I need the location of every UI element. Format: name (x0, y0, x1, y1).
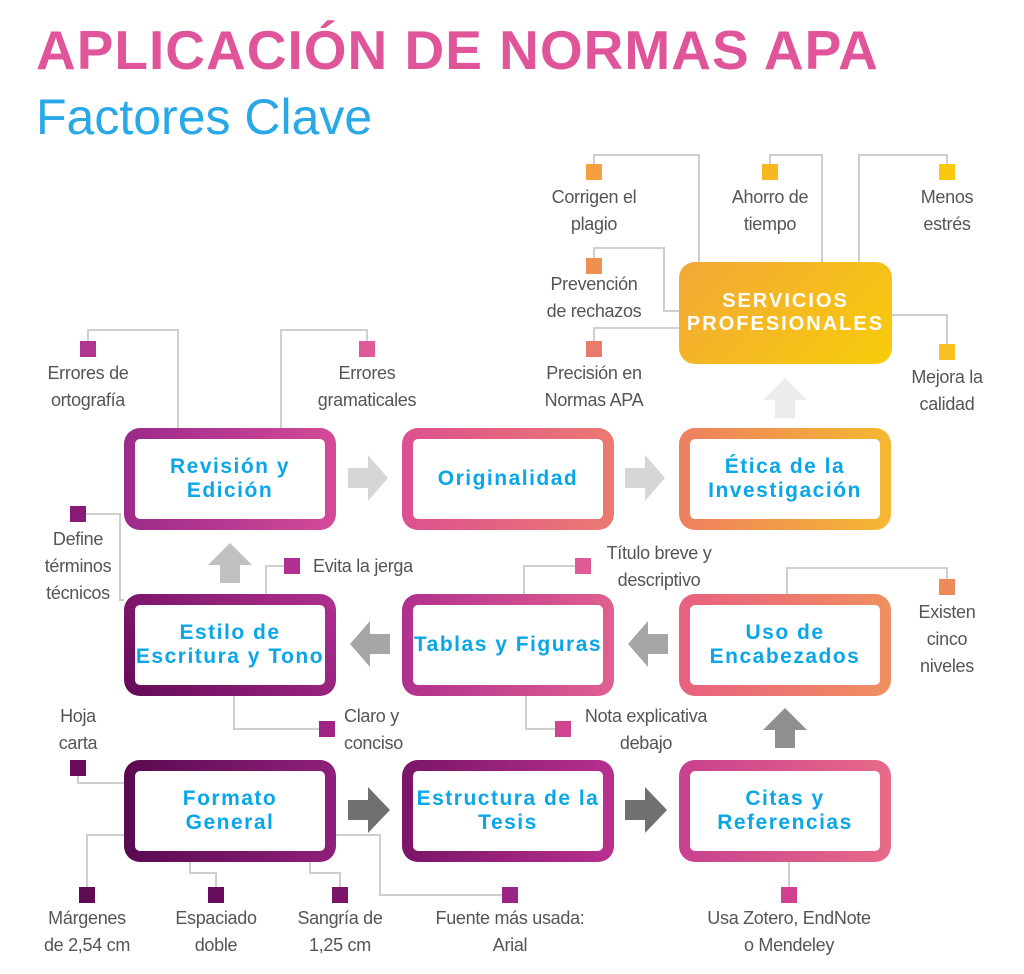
bullet-square-icon (586, 258, 602, 274)
note-claro: Claro y conciso (344, 706, 403, 753)
bullet-square-icon (939, 344, 955, 360)
bullet-square-icon (939, 164, 955, 180)
box-formato: Formato General (124, 760, 336, 862)
note-ortografia: Errores de ortografía (47, 363, 129, 410)
box-revision: Revisión y Edición (124, 428, 336, 530)
bullet-square-icon (502, 887, 518, 903)
arrow-up-icon (763, 378, 807, 418)
arrow-up-icon (208, 543, 252, 583)
page-subtitle: Factores Clave (36, 89, 373, 145)
box-tablas-label: Tablas y Figuras (413, 605, 603, 685)
bullet-square-icon (575, 558, 591, 574)
bullet-square-icon (555, 721, 571, 737)
note-jerga: Evita la jerga (313, 556, 413, 576)
note-gramaticales: Errores gramaticales (317, 363, 417, 410)
bullet-square-icon (79, 887, 95, 903)
note-margenes: Márgenes de 2,54 cm (43, 908, 131, 955)
bullet-square-icon (80, 341, 96, 357)
box-estilo-label: Estilo de Escritura y Tono (135, 605, 325, 685)
bullet-square-icon (70, 760, 86, 776)
bullet-square-icon (939, 579, 955, 595)
note-sangria: Sangría de 1,25 cm (297, 908, 383, 955)
bullet-square-icon (359, 341, 375, 357)
note-titulo: Título breve y descriptivo (606, 543, 712, 590)
arrow-right-icon (348, 455, 388, 501)
note-fuente: Fuente más usada: Arial (435, 908, 585, 955)
bullet-square-icon (70, 506, 86, 522)
note-terminos: Define términos técnicos (44, 529, 112, 603)
box-encabezados: Uso de Encabezados (679, 594, 891, 696)
arrow-up-icon (763, 708, 807, 748)
note-plagio: Corrigen el plagio (551, 187, 637, 234)
box-originalidad: Originalidad (402, 428, 614, 530)
box-servicios: SERVICIOS PROFESIONALES (679, 262, 892, 364)
note-zotero: Usa Zotero, EndNote o Mendeley (707, 908, 871, 955)
page-title: APLICACIÓN DE NORMAS APA (36, 19, 879, 81)
note-niveles: Existen cinco niveles (918, 602, 976, 676)
note-espaciado: Espaciado doble (175, 908, 257, 955)
bullet-square-icon (762, 164, 778, 180)
box-tablas: Tablas y Figuras (402, 594, 614, 696)
bullet-square-icon (208, 887, 224, 903)
note-nota: Nota explicativa debajo (584, 706, 708, 753)
arrow-left-icon (350, 621, 390, 667)
box-estructura: Estructura de la Tesis (402, 760, 614, 862)
note-calidad: Mejora la calidad (911, 367, 983, 414)
bullet-square-icon (586, 164, 602, 180)
bullet-square-icon (781, 887, 797, 903)
arrow-right-icon (625, 455, 665, 501)
bullet-square-icon (586, 341, 602, 357)
arrow-left-icon (628, 621, 668, 667)
box-estructura-label: Estructura de la Tesis (413, 771, 603, 851)
box-etica: Ética de la Investigación (679, 428, 891, 530)
box-citas: Citas y Referencias (679, 760, 891, 862)
bullet-square-icon (332, 887, 348, 903)
note-rechazos: Prevención de rechazos (546, 274, 642, 321)
box-citas-label: Citas y Referencias (690, 771, 880, 851)
bullet-square-icon (284, 558, 300, 574)
box-etica-label: Ética de la Investigación (690, 439, 880, 519)
box-encabezados-label: Uso de Encabezados (690, 605, 880, 685)
box-originalidad-label: Originalidad (413, 439, 603, 519)
arrow-right-icon (348, 787, 390, 833)
note-precision: Precisión en Normas APA (544, 363, 644, 410)
note-hoja: Hoja carta (58, 706, 98, 753)
note-ahorro: Ahorro de tiempo (731, 187, 809, 234)
flow-arrows (208, 378, 807, 833)
box-estilo: Estilo de Escritura y Tono (124, 594, 336, 696)
box-formato-label: Formato General (135, 771, 325, 851)
note-estres: Menos estrés (920, 187, 974, 234)
bullet-square-icon (319, 721, 335, 737)
box-revision-label: Revisión y Edición (135, 439, 325, 519)
arrow-right-icon (625, 787, 667, 833)
